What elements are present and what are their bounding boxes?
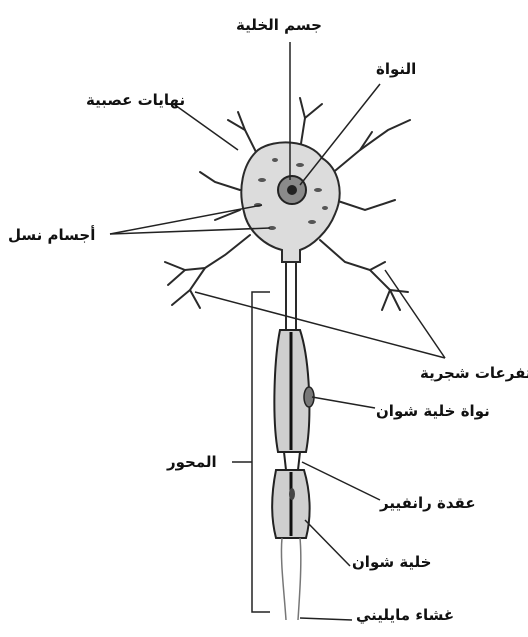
label-schwann-cell: خلية شوان [352,555,431,570]
label-nissl-bodies: أجسام نسل [8,228,95,243]
label-nerve-endings: نهايات عصبية [86,93,185,108]
label-schwann-nucleus: نواة خلية شوان [376,404,490,419]
axon-bracket [252,292,270,612]
axon-shape [286,262,296,330]
label-axon: المحور [167,455,217,470]
label-nucleus: النواة [376,62,416,77]
leader-schwann-cell [305,520,350,566]
label-cell-body: جسم الخلية [236,18,322,33]
leader-nerve-endings [175,105,238,150]
axon-terminal-shape [281,538,300,620]
label-dendrites: تفرعات شجرية [420,366,528,381]
leader-schwann-nucleus [312,397,375,408]
leader-myelin-sheath [300,618,352,620]
label-myelin-sheath: غشاء مايليني [356,608,454,623]
leader-node-of-ranvier [302,462,380,500]
node-of-ranvier-shape [284,452,300,470]
leader-nucleus [300,84,380,185]
nucleolus-shape [287,185,297,195]
label-node-of-ranvier: عقدة رانفيير [380,496,476,511]
